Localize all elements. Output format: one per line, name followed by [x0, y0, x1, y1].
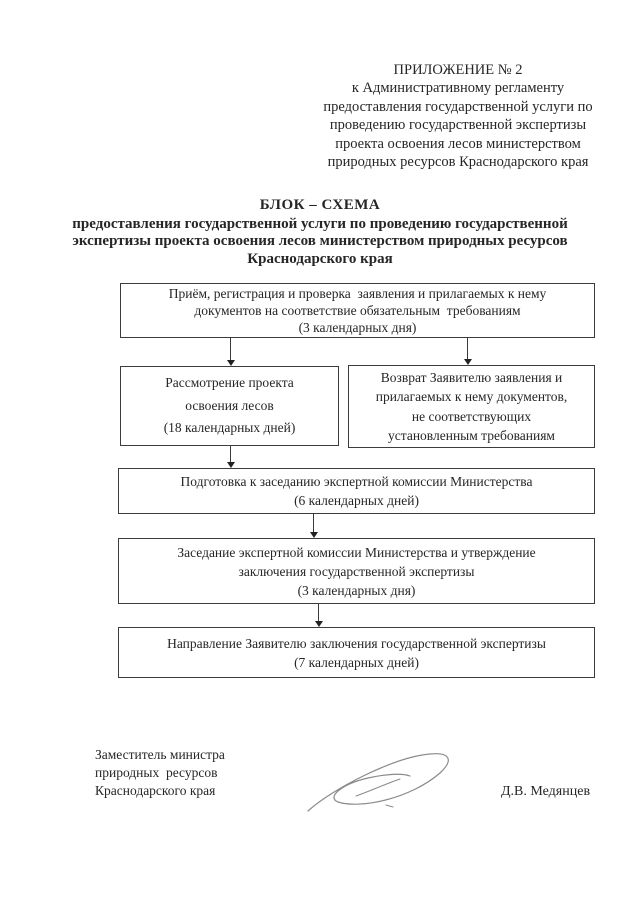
flow-box-text: Заседание экспертной комиссии Министерст…	[177, 544, 536, 560]
flow-box-text: Рассмотрение проекта	[165, 375, 294, 391]
appendix-header-line: природных ресурсов Краснодарского края	[327, 154, 589, 171]
signatory-title-line: Краснодарского края	[95, 783, 216, 798]
flow-box-preparation: Подготовка к заседанию экспертной комисс…	[118, 468, 595, 514]
appendix-header: ПРИЛОЖЕНИЕ № 2 к Административному регла…	[283, 61, 633, 171]
flow-box-commission-session: Заседание экспертной комиссии Министерст…	[118, 538, 595, 604]
title-heading: БЛОК – СХЕМА	[259, 197, 381, 213]
signatory-title-line: природных ресурсов	[95, 765, 218, 780]
flow-box-text: установленным требованиям	[388, 428, 555, 443]
flow-box-text: освоения лесов	[185, 397, 274, 413]
flow-box-send-conclusion: Направление Заявителю заключения государ…	[118, 627, 595, 678]
flow-box-text: Подготовка к заседанию экспертной комисс…	[180, 474, 533, 489]
arrow-intake-to-return	[463, 338, 472, 365]
flow-box-duration: (6 календарных дней)	[294, 493, 419, 508]
flow-box-duration: (3 календарных дня)	[298, 320, 417, 335]
signature-stroke	[307, 753, 449, 812]
flow-box-text: Возврат Заявителю заявления и	[380, 369, 563, 385]
flow-box-text: прилагаемых к нему документов,	[375, 389, 568, 404]
signatory-title: Заместитель министра природных ресурсов …	[95, 746, 225, 800]
flow-box-text: заключения государственной экспертизы	[238, 563, 475, 579]
title-line: предоставления государственной услуги по…	[72, 216, 568, 233]
flow-box-duration: (3 календарных дня)	[297, 582, 416, 598]
flow-box-review: Рассмотрение проекта освоения лесов (18 …	[120, 366, 339, 446]
flow-box-text: документов на соответствие обязательным …	[194, 303, 521, 318]
arrow-session-to-send	[314, 604, 323, 627]
title-line: экспертизы проекта освоения лесов минист…	[72, 233, 568, 250]
title-line: Краснодарского края	[247, 250, 393, 267]
flow-box-text: Приём, регистрация и проверка заявления …	[168, 286, 547, 301]
flow-box-intake: Приём, регистрация и проверка заявления …	[120, 283, 595, 338]
appendix-header-line: к Административному регламенту	[351, 80, 565, 97]
appendix-header-line: проекта освоения лесов министерством	[335, 135, 581, 152]
flow-box-text: не соответствующих	[411, 408, 532, 424]
arrow-review-to-preparation	[226, 446, 235, 468]
flow-box-duration: (7 календарных дней)	[294, 654, 419, 670]
arrow-preparation-to-session	[309, 514, 318, 538]
flow-box-return: Возврат Заявителю заявления и прилагаемы…	[348, 365, 595, 448]
appendix-header-line: проведению государственной экспертизы	[329, 117, 587, 134]
signatory-name: Д.В. Медянцев	[501, 784, 591, 799]
appendix-number: ПРИЛОЖЕНИЕ № 2	[393, 62, 523, 78]
arrow-intake-to-review	[226, 338, 235, 366]
flow-box-duration: (18 календарных дней)	[163, 420, 296, 436]
flow-box-text: Направление Заявителю заключения государ…	[167, 635, 546, 651]
document-title: БЛОК – СХЕМА предоставления государствен…	[40, 197, 600, 268]
signatory-title-line: Заместитель министра	[95, 747, 225, 762]
appendix-header-line: предоставления государственной услуги по	[323, 98, 593, 115]
